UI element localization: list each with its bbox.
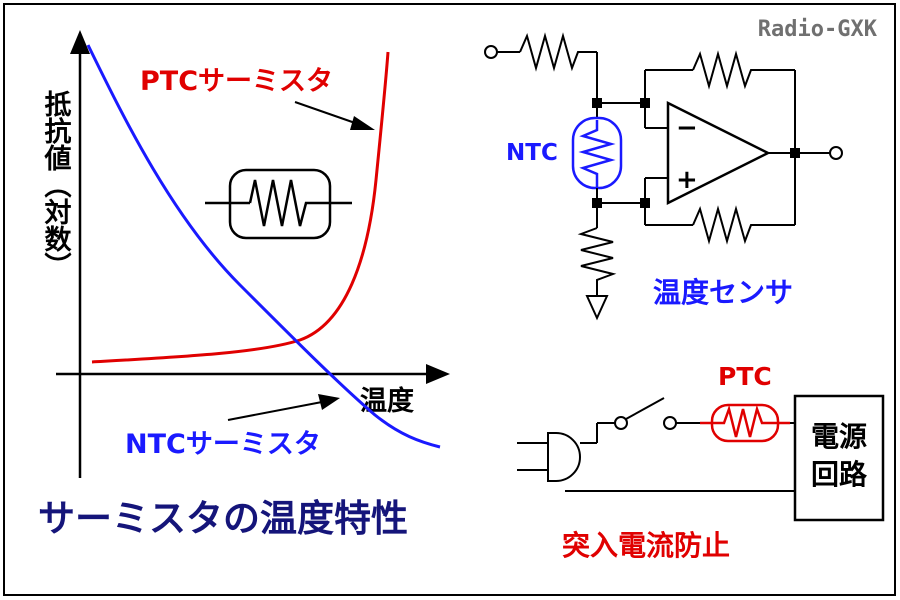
output-terminal bbox=[829, 146, 843, 160]
ntc-label: NTC bbox=[506, 140, 558, 166]
input-resistor bbox=[519, 32, 597, 72]
thermistor-symbol bbox=[205, 168, 352, 240]
feedback-resistor-bottom bbox=[692, 205, 795, 245]
ptc-label: PTC bbox=[718, 362, 772, 391]
ntc-pointer-arrow bbox=[318, 394, 340, 410]
temperature-graph: 抵抗値（対数） 温度 PTCサーミスタ NTCサーミスタ サーミスタの温度特性 bbox=[38, 30, 450, 540]
y-axis-arrow bbox=[70, 30, 90, 54]
y-axis-label: 抵抗値（対数） bbox=[40, 90, 73, 279]
ntc-pointer-line bbox=[227, 401, 323, 421]
power-block-line1: 電源 bbox=[811, 420, 867, 453]
power-circuit-block bbox=[793, 394, 885, 522]
opamp-plus-sign: + bbox=[676, 165, 698, 195]
inrush-caption: 突入電流防止 bbox=[562, 529, 730, 562]
ptc-curve-label: PTCサーミスタ bbox=[140, 66, 333, 97]
graph-title: サーミスタの温度特性 bbox=[38, 497, 408, 540]
ntc-curve-label: NTCサーミスタ bbox=[125, 429, 321, 460]
switch-lever bbox=[625, 397, 665, 420]
switch-contact-left bbox=[614, 416, 628, 430]
ntc-curve bbox=[86, 44, 441, 449]
ptc-pointer-line bbox=[294, 101, 359, 125]
sensor-caption: 温度センサ bbox=[653, 276, 793, 309]
junction-dots bbox=[592, 98, 800, 208]
watermark: Radio-GXK bbox=[758, 17, 878, 42]
x-axis-arrow bbox=[426, 364, 450, 384]
ground-symbol bbox=[585, 295, 609, 321]
switch-contact-right bbox=[663, 416, 677, 430]
ground-resistor bbox=[577, 227, 617, 296]
inrush-circuit bbox=[517, 394, 885, 522]
plug-body bbox=[547, 432, 581, 482]
outer-border bbox=[3, 3, 896, 596]
ptc-curve bbox=[91, 51, 390, 364]
x-axis-label: 温度 bbox=[360, 385, 414, 417]
opamp-minus-sign: − bbox=[676, 113, 698, 143]
input-terminal bbox=[484, 45, 498, 59]
feedback-resistor-top bbox=[692, 50, 795, 90]
ptc-pointer-arrow bbox=[350, 116, 375, 130]
sensor-circuit bbox=[484, 32, 843, 321]
opamp bbox=[666, 100, 771, 206]
power-block-line2: 回路 bbox=[811, 458, 868, 491]
